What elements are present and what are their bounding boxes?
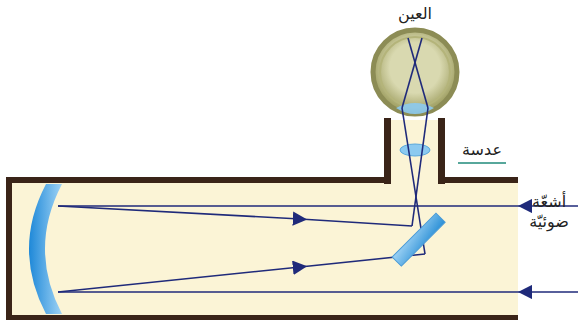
eye — [373, 30, 457, 114]
light-rays — [58, 38, 578, 292]
light-ray — [408, 38, 428, 108]
eyepiece-wall — [438, 118, 445, 184]
light-ray — [300, 219, 412, 226]
light-ray — [412, 108, 428, 226]
tube-wall — [9, 180, 518, 318]
eye-label: العين — [375, 4, 455, 24]
light-ray — [58, 206, 300, 219]
primary-mirror — [29, 184, 62, 314]
secondary-mirror — [392, 213, 445, 266]
light-ray — [402, 38, 422, 108]
lens-label: عدسة — [447, 140, 517, 160]
light-ray — [58, 205, 525, 207]
leader-line — [458, 162, 506, 164]
light-ray — [58, 291, 525, 293]
light-ray — [58, 267, 300, 292]
eyepiece-lens — [400, 144, 430, 156]
eyepiece-wall — [384, 118, 391, 184]
rays-label: أشعّة ضوئيّة — [521, 192, 577, 232]
eye-ring — [380, 37, 450, 107]
light-ray — [525, 291, 578, 293]
